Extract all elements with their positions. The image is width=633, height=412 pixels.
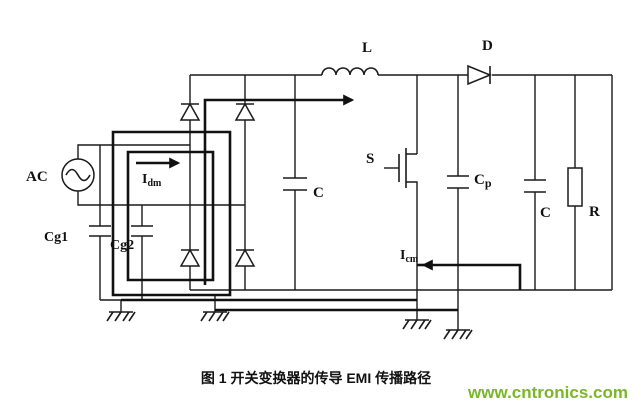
parasitic-cap-icon <box>447 175 469 189</box>
output-cap-icon <box>524 179 546 193</box>
ground-icon-left <box>106 311 136 322</box>
label-cg2: Cg2 <box>110 238 134 253</box>
label-parasitic-cap: Cp <box>474 172 492 190</box>
label-icm: Icm <box>400 248 419 265</box>
label-switch: S <box>366 151 374 167</box>
cg1-cap-icon <box>89 225 111 237</box>
figure-caption: 图 1 开关变换器的传导 EMI 传播路径 <box>201 370 431 386</box>
label-icm-base: I <box>400 248 405 263</box>
label-idm-sub: dm <box>147 178 162 189</box>
wire-ac-line-top <box>77 144 190 159</box>
bridge-diode-bottom-right-icon <box>235 249 255 267</box>
mosfet-icon <box>398 148 407 188</box>
bridge-diode-top-right-icon <box>235 103 255 121</box>
label-inductor: L <box>362 40 372 56</box>
emi-path-cm-return <box>446 263 522 290</box>
emi-loop-inner-left <box>126 150 215 282</box>
wire-mosfet-drain <box>406 75 418 155</box>
load-resistor-icon <box>567 167 583 207</box>
label-output-cap: C <box>540 205 551 221</box>
label-diode: D <box>482 38 493 54</box>
inductor-icon <box>321 67 379 76</box>
label-ac: AC <box>26 169 48 185</box>
label-cg1: Cg1 <box>44 230 68 245</box>
boost-diode-icon <box>467 64 492 86</box>
bridge-diode-bottom-left-icon <box>180 249 200 267</box>
label-idm-base: I <box>142 172 147 187</box>
label-cp-sub: p <box>485 176 492 190</box>
emi-loop-outer-left <box>111 130 232 297</box>
boost-diode-triangle <box>467 64 492 86</box>
label-dclink-cap: C <box>313 185 324 201</box>
emi-path-switching-loop <box>203 98 330 285</box>
ground-icon-left2 <box>200 311 230 322</box>
wire-ground-bus-left <box>100 299 142 312</box>
label-load-resistor: R <box>589 204 600 220</box>
wire-ac-line-bottom <box>77 191 245 206</box>
bridge-diode-top-left-icon <box>180 103 200 121</box>
circuit-wires <box>77 74 613 330</box>
ac-source <box>61 158 95 192</box>
wire-mosfet-source <box>406 181 418 290</box>
ground-icon-parasitic <box>443 329 473 340</box>
ground-icon-mosfet <box>402 319 432 330</box>
label-icm-sub: cm <box>405 254 418 265</box>
watermark-text: www.cntronics.com <box>467 383 628 402</box>
label-idm: Idm <box>142 172 162 189</box>
emi-paths <box>111 94 522 312</box>
ac-sine-icon <box>65 168 91 182</box>
label-cp-base: C <box>474 172 485 188</box>
cg2-cap-icon <box>131 225 153 237</box>
dc-link-cap-icon <box>283 177 307 191</box>
